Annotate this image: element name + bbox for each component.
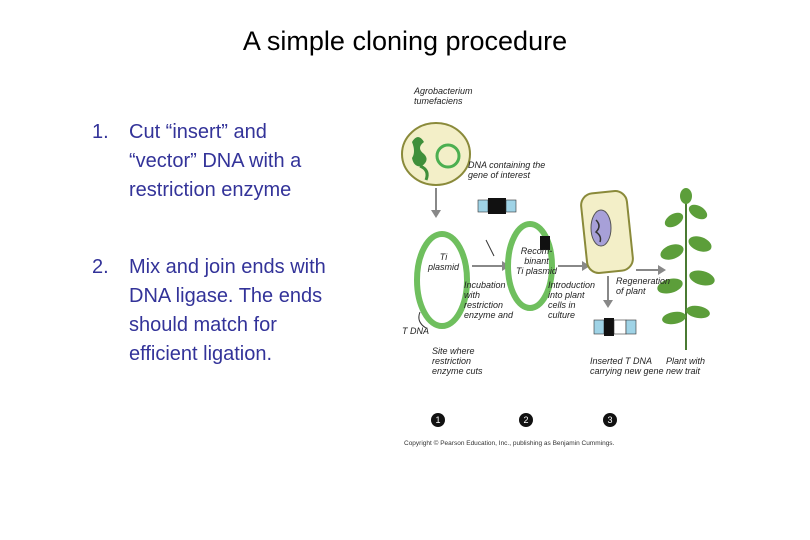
plant-cell	[580, 190, 634, 274]
step-1-line-1: Cut “insert” and	[129, 121, 267, 143]
svg-text:1: 1	[435, 415, 440, 425]
step-1: 1. Cut “insert” and “vector” DNA with a …	[92, 118, 392, 205]
dna-gene-fragment	[477, 198, 517, 214]
label-t-dna: T DNA	[402, 326, 429, 336]
plant-illustration	[657, 188, 715, 350]
step-2-line-2: DNA ligase. The ends	[129, 285, 323, 307]
arrow-right-1	[472, 261, 510, 271]
arrow-down-1	[431, 188, 441, 218]
svg-text:3: 3	[607, 415, 612, 425]
arrow-right-3	[636, 265, 666, 275]
step-2-number: 2.	[92, 256, 109, 278]
step-marker-1: 1	[431, 413, 445, 427]
inserted-t-dna-segment	[593, 318, 637, 336]
step-2: 2. Mix and join ends with DNA ligase. Th…	[92, 253, 392, 369]
cloning-diagram: 1 2 3	[401, 122, 715, 427]
step-1-number: 1.	[92, 121, 109, 143]
step-marker-3: 3	[603, 413, 617, 427]
recombinant-ti-plasmid	[505, 221, 555, 311]
step-2-line-3: should match for	[129, 314, 277, 336]
svg-text:2: 2	[523, 415, 528, 425]
figure-copyright: Copyright © Pearson Education, Inc., pub…	[404, 440, 615, 447]
step-2-line-1: Mix and join ends with	[129, 256, 326, 278]
procedure-steps: 1. Cut “insert” and “vector” DNA with a …	[92, 118, 392, 417]
slide-title: A simple cloning procedure	[242, 26, 568, 56]
agrobacterium-cell	[401, 122, 471, 186]
arrow-down-2	[603, 276, 613, 308]
step-2-line-4: efficient ligation.	[129, 343, 273, 365]
step-marker-2: 2	[519, 413, 533, 427]
step-1-line-3: restriction enzyme	[129, 179, 292, 201]
arrow-right-2	[558, 261, 590, 271]
ti-plasmid	[414, 231, 470, 329]
step-1-line-2: “vector” DNA with a	[129, 150, 302, 172]
